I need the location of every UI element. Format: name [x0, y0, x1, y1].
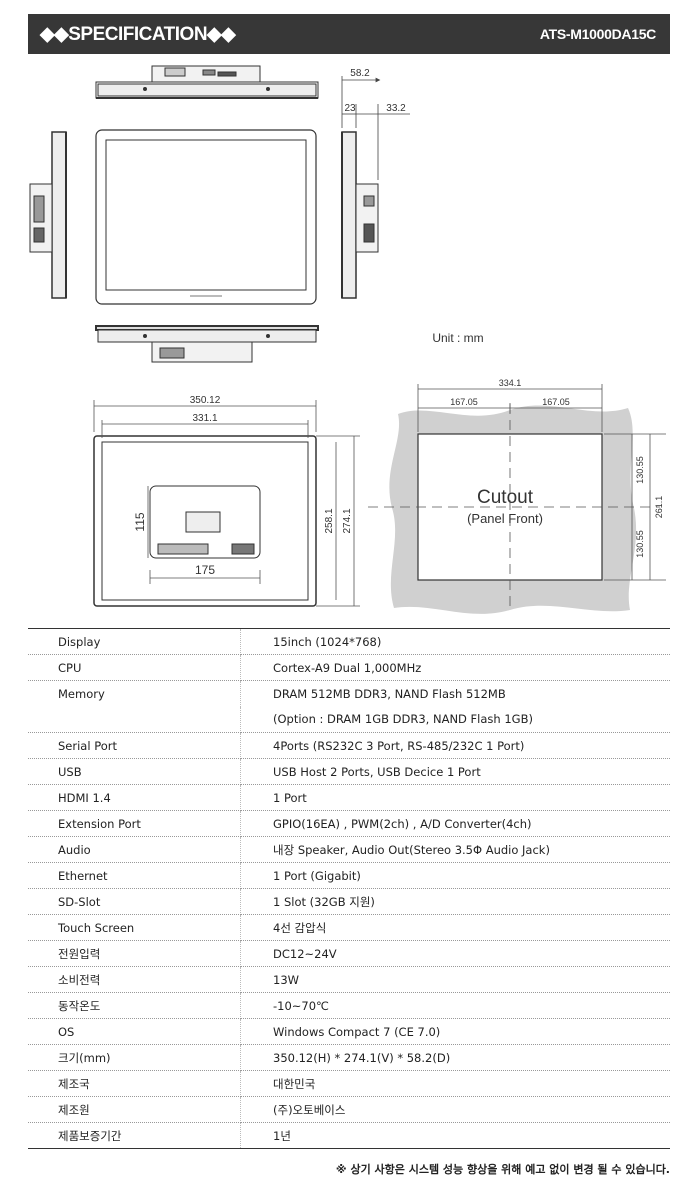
- spec-value: 1년: [240, 1122, 670, 1149]
- side-dimensions: [341, 76, 410, 180]
- side-rear-label: 33.2: [386, 103, 406, 114]
- spec-value: (주)오토베이스: [240, 1096, 670, 1123]
- unit-label: Unit : mm: [432, 331, 483, 345]
- spec-label: Display: [28, 628, 241, 655]
- rear-outer-height-label: 274.1: [342, 508, 353, 533]
- spec-value: USB Host 2 Ports, USB Decice 1 Port: [240, 758, 670, 785]
- spec-row: Memory DRAM 512MB DDR3, NAND Flash 512MB: [28, 680, 670, 707]
- cutout-half-left-label: 167.05: [450, 397, 478, 407]
- side-front-label: 23: [344, 103, 356, 114]
- rear-outer-width-label: 350.12: [190, 395, 221, 406]
- top-view: [95, 65, 319, 99]
- spec-value: DRAM 512MB DDR3, NAND Flash 512MB: [273, 686, 506, 701]
- spec-value: 4Ports (RS232C 3 Port, RS-485/232C 1 Por…: [240, 732, 670, 759]
- cutout-half-right-label: 167.05: [542, 397, 570, 407]
- cutout-view: [368, 404, 660, 614]
- spec-row: 동작온도-10~70℃: [28, 992, 670, 1019]
- spec-label: Memory: [28, 680, 241, 707]
- cutout-title: Cutout: [477, 487, 534, 508]
- spec-row: 크기(mm)350.12(H) * 274.1(V) * 58.2(D): [28, 1044, 670, 1071]
- spec-label: 동작온도: [28, 992, 241, 1019]
- spec-value: -10~70℃: [240, 992, 670, 1019]
- spec-value: 13W: [240, 966, 670, 993]
- spec-value: Cortex-A9 Dual 1,000MHz: [240, 654, 670, 681]
- cutout-subtitle: (Panel Front): [467, 511, 543, 526]
- left-side-view: [29, 131, 67, 299]
- model-number: ATS-M1000DA15C: [539, 26, 656, 42]
- spec-label: CPU: [28, 654, 241, 681]
- spec-value: 내장 Speaker, Audio Out(Stereo 3.5Φ Audio …: [240, 836, 670, 863]
- spec-value: Windows Compact 7 (CE 7.0): [240, 1018, 670, 1045]
- spec-value: 1 Slot (32GB 지원): [240, 888, 670, 915]
- cutout-width-label: 334.1: [499, 378, 522, 388]
- spec-label: OS: [28, 1018, 241, 1045]
- spec-label: 제품보증기간: [28, 1122, 241, 1149]
- front-view: [95, 129, 317, 305]
- rear-inner-width-label: 331.1: [192, 413, 217, 424]
- spec-row: 제조원(주)오토베이스: [28, 1096, 670, 1123]
- spec-value: DC12~24V: [240, 940, 670, 967]
- footnote: ※ 상기 사항은 시스템 성능 향상을 위해 예고 없이 변경 될 수 있습니다…: [335, 1163, 670, 1176]
- board-width-label: 175: [195, 563, 215, 577]
- bottom-view: [95, 325, 319, 363]
- spec-label: 전원입력: [28, 940, 241, 967]
- rear-view: [93, 435, 317, 607]
- cutout-height-label: 261.1: [654, 496, 664, 519]
- side-depth-label: 58.2: [350, 68, 370, 79]
- spec-label: 크기(mm): [28, 1044, 241, 1071]
- right-side-view: [341, 131, 379, 299]
- spec-label: HDMI 1.4: [28, 784, 241, 811]
- cutout-half-top-label: 130.55: [635, 456, 645, 484]
- spec-label: 제조원: [28, 1096, 241, 1123]
- spec-value: 15inch (1024*768): [240, 628, 670, 655]
- spec-value: 1 Port: [240, 784, 670, 811]
- spec-label: SD-Slot: [28, 888, 241, 915]
- spec-value: 350.12(H) * 274.1(V) * 58.2(D): [240, 1044, 670, 1071]
- dimension-drawing-svg: 58.2 23 33.2 350.12 331.1 115 175 258.1 …: [29, 65, 666, 614]
- spec-value: GPIO(16EA) , PWM(2ch) , A/D Converter(4c…: [240, 810, 670, 837]
- spec-label: Ethernet: [28, 862, 241, 889]
- rear-dimensions: [93, 400, 360, 607]
- spec-label: 제조국: [28, 1070, 241, 1097]
- spec-value: 1 Port (Gigabit): [240, 862, 670, 889]
- dimension-drawing: 58.2 23 33.2 350.12 331.1 115 175 258.1 …: [28, 56, 672, 616]
- spec-header: ◆◆SPECIFICATION◆◆ ATS-M1000DA15C: [28, 14, 670, 54]
- spec-row: (Option : DRAM 1GB DDR3, NAND Flash 1GB): [28, 706, 670, 733]
- spec-label: [28, 706, 241, 733]
- spec-value: 4선 감압식: [240, 914, 670, 941]
- spec-label: Audio: [28, 836, 241, 863]
- spec-value: (Option : DRAM 1GB DDR3, NAND Flash 1GB): [240, 706, 670, 733]
- cutout-half-bottom-label: 130.55: [635, 530, 645, 558]
- spec-value: 대한민국: [240, 1070, 670, 1097]
- spec-label: Serial Port: [28, 732, 241, 759]
- rear-inner-height-label: 258.1: [324, 508, 335, 533]
- spec-label: USB: [28, 758, 241, 785]
- board-height-label: 115: [133, 512, 147, 531]
- cutout-dimensions: [417, 384, 666, 581]
- spec-label: Touch Screen: [28, 914, 241, 941]
- spec-label: Extension Port: [28, 810, 241, 837]
- spec-title: ◆◆SPECIFICATION◆◆: [40, 23, 236, 45]
- spec-label: 소비전력: [28, 966, 241, 993]
